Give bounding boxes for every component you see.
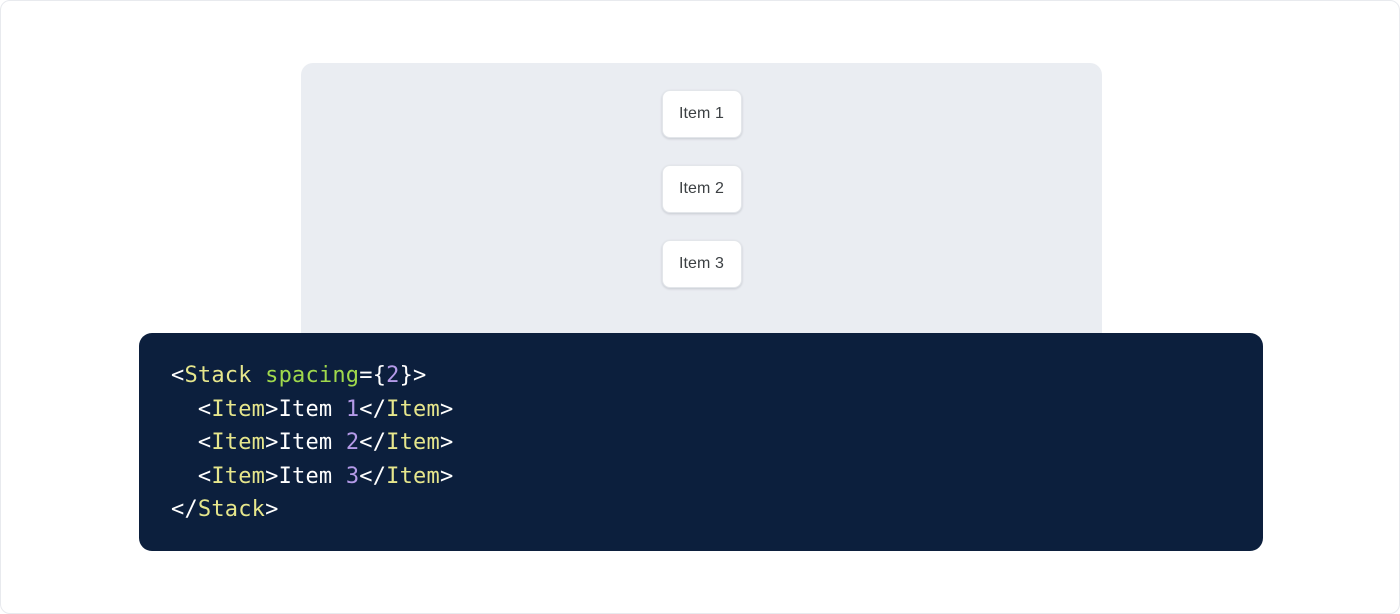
stack-item-label: Item 3 xyxy=(678,255,725,272)
code-token-text: Item xyxy=(278,430,346,456)
code-token-tag: Item xyxy=(211,396,266,422)
code-snippet-panel: <Stack spacing={2}> <Item>Item 1</Item> … xyxy=(139,333,1263,551)
stack-item-label: Item 2 xyxy=(678,180,725,197)
code-line: <Item>Item 3</Item> xyxy=(171,464,453,489)
code-token-tag: Item xyxy=(211,463,266,489)
code-token-num: 2 xyxy=(345,430,360,456)
code-token-punct: > xyxy=(439,396,454,422)
stack-container: Item 1 Item 2 Item 3 xyxy=(661,90,742,288)
code-token-punct: > xyxy=(265,396,279,422)
code-token-punct: </ xyxy=(359,463,387,489)
code-line: <Stack spacing={2}> xyxy=(171,363,427,388)
code-token-punct: > xyxy=(265,430,279,456)
code-line: </Stack> xyxy=(171,497,279,522)
code-token-punct xyxy=(252,363,265,388)
code-line: <Item>Item 1</Item> xyxy=(171,397,453,422)
code-token-punct: </ xyxy=(171,497,198,523)
code-token-punct: </ xyxy=(359,396,387,422)
code-token-punct: > xyxy=(439,430,454,456)
code-token-punct: < xyxy=(171,430,212,456)
code-token-num: 1 xyxy=(345,396,360,422)
component-preview-panel: Item 1 Item 2 Item 3 xyxy=(301,63,1102,353)
code-token-punct: }> xyxy=(399,363,427,388)
code-line: <Item>Item 2</Item> xyxy=(171,430,453,455)
code-token-tag: Stack xyxy=(197,497,266,523)
code-token-tag: Item xyxy=(386,463,440,489)
code-token-tag: Item xyxy=(386,396,440,422)
stack-item[interactable]: Item 1 xyxy=(661,90,742,138)
code-token-tag: Item xyxy=(211,430,266,456)
code-token-punct: > xyxy=(265,497,279,523)
code-token-punct: < xyxy=(171,363,185,388)
code-token-text: Item xyxy=(278,463,346,489)
code-token-punct: < xyxy=(171,396,212,422)
code-block[interactable]: <Stack spacing={2}> <Item>Item 1</Item> … xyxy=(171,359,1231,527)
code-token-punct: > xyxy=(439,463,454,489)
code-token-punct: </ xyxy=(359,430,387,456)
code-token-punct: ={ xyxy=(359,363,387,388)
stack-item[interactable]: Item 2 xyxy=(661,165,742,213)
code-token-punct: < xyxy=(171,463,212,489)
code-token-tag: Stack xyxy=(184,363,252,388)
stack-item[interactable]: Item 3 xyxy=(661,240,742,288)
code-token-punct: > xyxy=(265,463,279,489)
stack-item-label: Item 1 xyxy=(678,105,725,122)
code-token-text: Item xyxy=(278,396,346,422)
code-token-num: 3 xyxy=(345,463,360,489)
code-token-tag: Item xyxy=(386,430,440,456)
code-token-attr: spacing xyxy=(265,363,360,388)
code-token-num: 2 xyxy=(386,363,400,388)
